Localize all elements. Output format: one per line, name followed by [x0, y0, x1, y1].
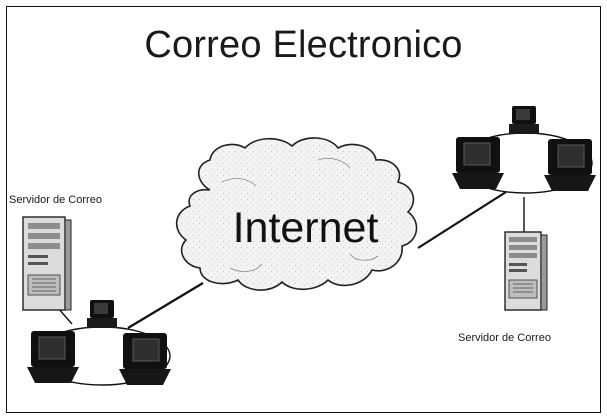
slide-border: [6, 6, 601, 413]
internet-cloud-icon: [175, 137, 418, 291]
link-left-to-internet: [127, 282, 204, 329]
link-internet-to-right: [417, 191, 507, 249]
desktop-computer-icon: [509, 106, 539, 134]
right-server-label: Servidor de Correo: [458, 332, 551, 344]
internet-label: Internet: [232, 204, 379, 252]
left-server-label: Servidor de Correo: [9, 194, 102, 206]
mail-server-icon: [22, 216, 72, 311]
desktop-computer-icon: [27, 331, 79, 383]
mail-server-icon: [504, 231, 548, 311]
desktop-computer-icon: [87, 300, 117, 328]
desktop-computer-icon: [544, 139, 596, 191]
desktop-computer-icon: [452, 137, 504, 189]
desktop-computer-icon: [119, 333, 171, 385]
slide-title: Correo Electronico: [144, 24, 463, 66]
